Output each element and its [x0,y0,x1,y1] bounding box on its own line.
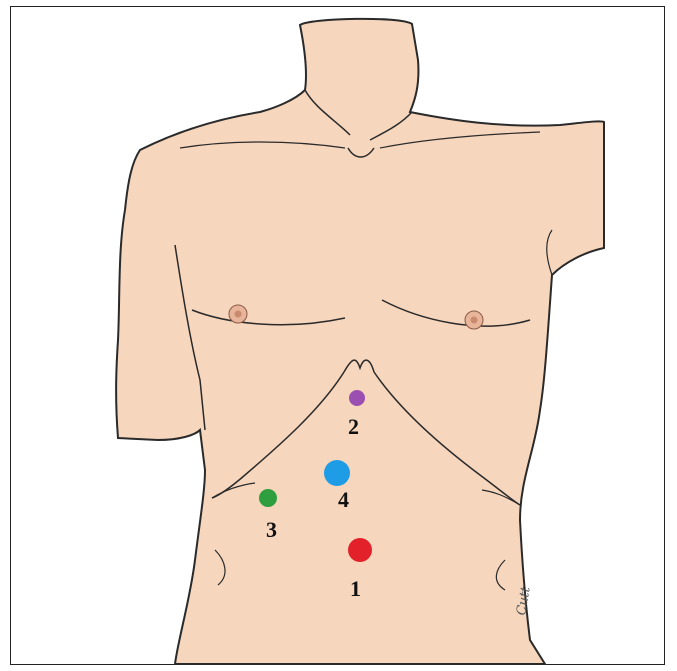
marker-1-dot [348,538,372,562]
marker-2-dot [349,390,365,406]
nipple-right [465,311,483,329]
marker-2-label: 2 [348,416,359,438]
marker-3-label: 3 [266,519,277,541]
nipple-left [229,305,247,323]
marker-1-label: 1 [350,578,361,600]
torso-silhouette [116,19,604,664]
marker-4-dot [324,460,350,486]
marker-3-dot [259,489,277,507]
marker-4-label: 4 [338,489,349,511]
